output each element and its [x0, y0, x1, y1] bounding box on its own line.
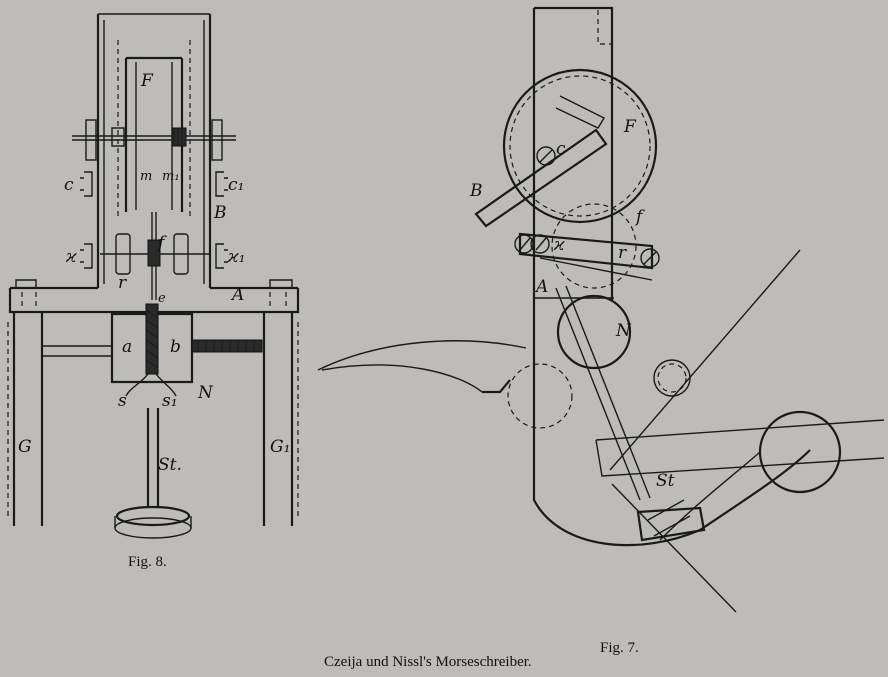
fig8-label-e: e	[158, 291, 166, 306]
fig8-label-r: r	[118, 273, 127, 293]
plate-title: Czeija und Nissl's Morseschreiber.	[324, 654, 532, 670]
fig8-label-s: s	[118, 391, 127, 411]
fig8-label-m1: m₁	[162, 169, 180, 184]
fig7-label-B: B	[469, 181, 483, 201]
fig7-label-f: f	[634, 207, 645, 227]
fig8-label-B: B	[213, 203, 227, 223]
fig7-label-A: A	[534, 277, 548, 297]
fig7-label-St: St	[656, 471, 675, 491]
fig7-label-N: N	[615, 321, 632, 341]
fig8-drawing	[7, 13, 300, 539]
fig8-label-c1: c₁	[228, 175, 244, 195]
fig8-label-F: F	[140, 71, 154, 91]
fig8-label-z: ϰ	[65, 247, 77, 267]
fig7-label-r: r	[618, 243, 627, 263]
fig8-label-a: a	[122, 337, 132, 357]
fig8-label-f: f	[156, 233, 167, 253]
fig8-label-A: A	[230, 285, 244, 305]
fig8-label-G1: G₁	[270, 437, 290, 457]
fig7-label-F: F	[623, 117, 637, 137]
fig8-label-m: m	[140, 169, 152, 184]
fig8-label-s1: s₁	[162, 391, 178, 411]
fig8-label-z1: ϰ₁	[227, 247, 245, 267]
fig7-caption: Fig. 7.	[600, 640, 639, 656]
fig8-label-b: b	[170, 337, 181, 357]
fig8-label-St: St.	[158, 455, 182, 475]
fig8-label-c: c	[64, 175, 74, 195]
fig8-label-G: G	[18, 437, 32, 457]
fig7-drawing	[317, 6, 885, 613]
fig8-caption: Fig. 8.	[128, 554, 167, 570]
fig8-label-N: N	[197, 383, 214, 403]
fig7-label-c: c	[556, 139, 566, 159]
fig7-label-z: ϰ	[553, 235, 565, 255]
